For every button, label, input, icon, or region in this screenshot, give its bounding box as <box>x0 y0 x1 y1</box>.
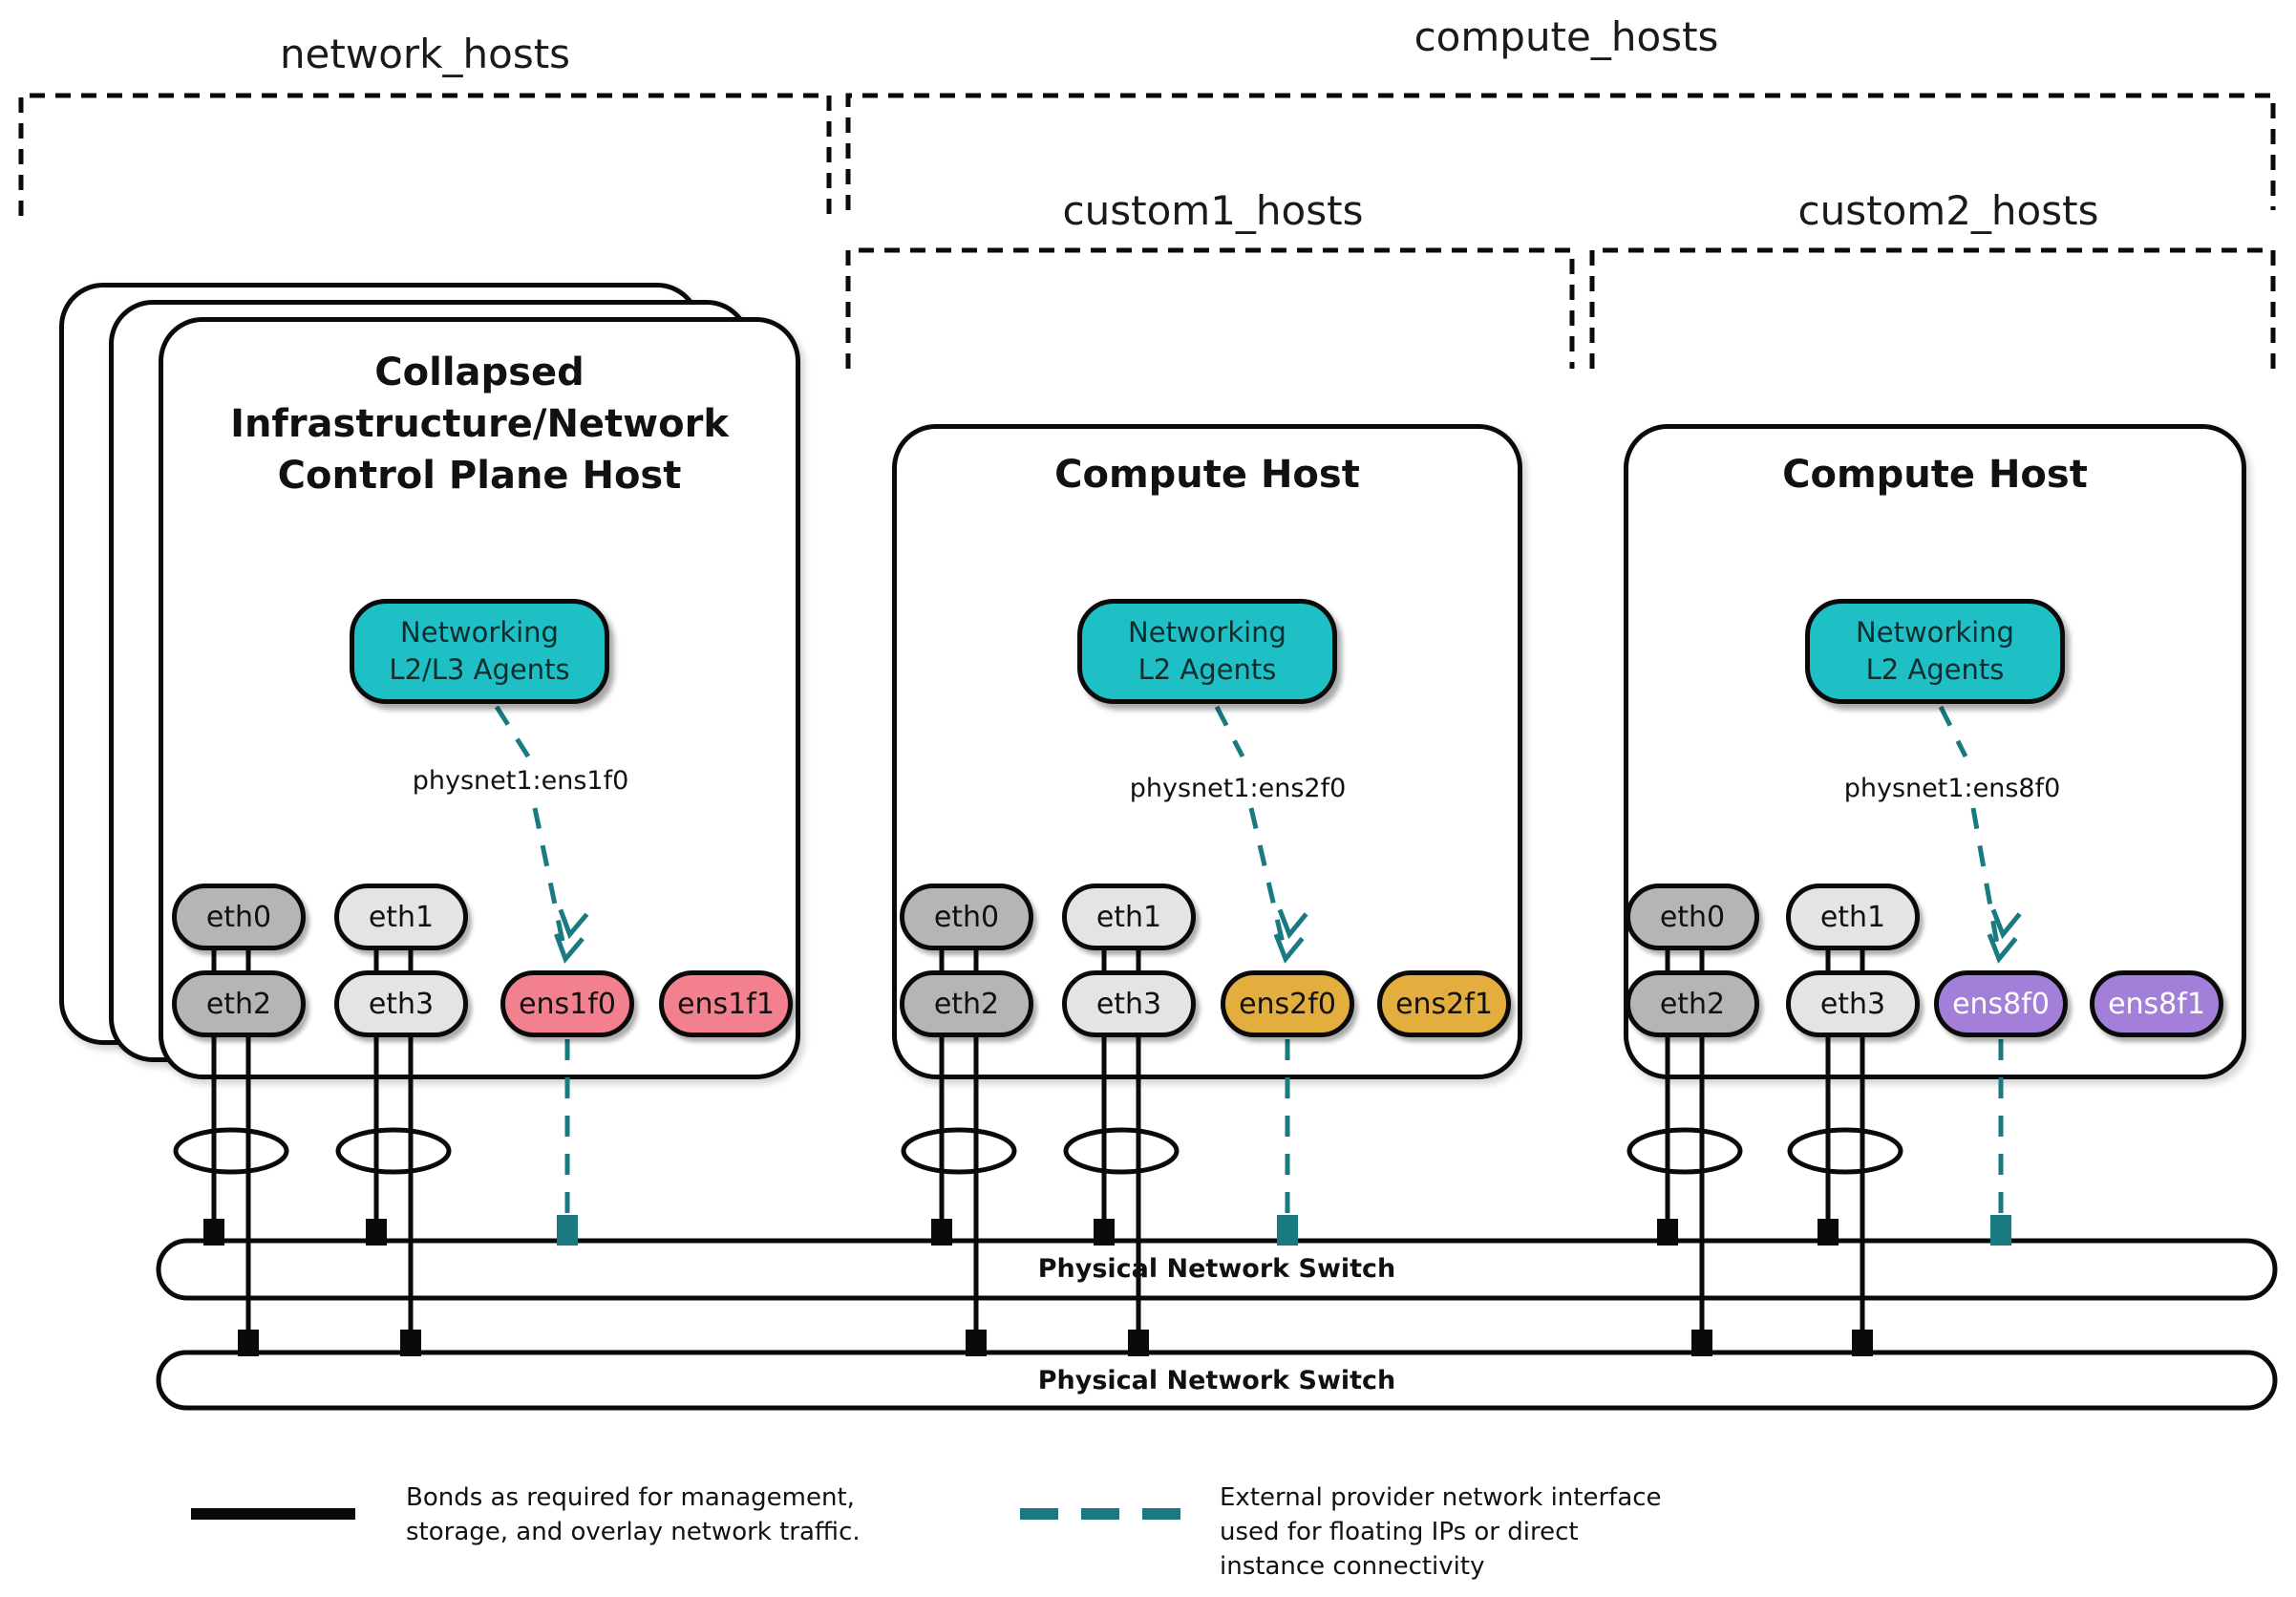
agent-badge-line: Networking <box>1128 616 1286 649</box>
provider-arrowhead-icon <box>1987 908 2022 964</box>
physical-switch-2-body <box>156 1350 2278 1411</box>
physnet-label-control-plane: physnet1:ens1f0 <box>412 766 629 796</box>
group-label-compute-hosts: compute_hosts <box>1414 13 1719 60</box>
physical-switch-1-label: Physical Network Switch <box>1037 1254 1396 1284</box>
provider-arrowhead-icon <box>1273 908 1308 964</box>
bond-ellipse <box>1787 1127 1903 1175</box>
legend-provider-text-line: instance connectivity <box>1220 1552 1485 1581</box>
agent-badge-compute-2: Networking L2 Agents <box>1805 599 2065 704</box>
agent-badge-line: Networking <box>400 616 559 649</box>
legend-bond-text-line: storage, and overlay network traffic. <box>406 1518 861 1546</box>
nic-pill-eth2: eth2 <box>900 970 1033 1037</box>
nic-pill-ens2f0: ens2f0 <box>1221 970 1354 1037</box>
physical-switch-2-label: Physical Network Switch <box>1037 1366 1396 1395</box>
provider-connector-square <box>557 1215 2011 1246</box>
nic-pill-ens2f1: ens2f1 <box>1377 970 1511 1037</box>
nic-pill-ens8f0: ens8f0 <box>1934 970 2068 1037</box>
nic-pill-ens1f0: ens1f0 <box>500 970 634 1037</box>
group-label-network-hosts: network_hosts <box>279 31 571 77</box>
legend-bond-text-line: Bonds as required for management, <box>406 1483 855 1512</box>
bracket-network-hosts <box>18 93 832 216</box>
bond-ellipse <box>1626 1127 1743 1175</box>
nic-pill-ens8f1: ens8f1 <box>2090 970 2223 1037</box>
nic-pill-eth1: eth1 <box>334 884 468 950</box>
bond-ellipse <box>335 1127 452 1175</box>
physnet-label-compute-1: physnet1:ens2f0 <box>1129 774 1347 803</box>
agent-badge-control-plane: Networking L2/L3 Agents <box>350 599 609 704</box>
agent-badge-line: L2 Agents <box>1865 653 2005 686</box>
host-title-line: Control Plane Host <box>277 454 682 498</box>
nic-pill-eth1: eth1 <box>1786 884 1920 950</box>
agent-badge-line: Networking <box>1856 616 2014 649</box>
group-label-custom2-hosts: custom2_hosts <box>1797 187 2099 234</box>
host-title-line: Infrastructure/Network <box>230 402 729 446</box>
group-label-custom1-hosts: custom1_hosts <box>1062 187 1364 234</box>
physnet-label-compute-2: physnet1:ens8f0 <box>1843 774 2061 803</box>
nic-pill-eth3: eth3 <box>1062 970 1196 1037</box>
nic-pill-eth3: eth3 <box>1786 970 1920 1037</box>
bond-ellipse <box>1063 1127 1180 1175</box>
host-title-compute-1: Compute Host <box>1054 449 1360 500</box>
provider-dashed-path <box>494 705 2004 1230</box>
physical-switch-1-body <box>156 1238 2278 1301</box>
legend-provider-text: External provider network interface used… <box>1220 1480 1662 1584</box>
agent-badge-line: L2/L3 Agents <box>389 653 570 686</box>
host-box-control-plane <box>159 317 800 1079</box>
host-box-compute-2 <box>1624 424 2246 1079</box>
nic-pill-eth2: eth2 <box>172 970 306 1037</box>
host-box-compute-1 <box>892 424 1522 1079</box>
nic-pill-eth3: eth3 <box>334 970 468 1037</box>
nic-pill-ens1f1: ens1f1 <box>659 970 793 1037</box>
connector-square <box>203 1219 1839 1246</box>
nic-pill-eth0: eth0 <box>900 884 1033 950</box>
bond-ellipse <box>901 1127 1017 1175</box>
bracket-custom1-hosts <box>845 247 1575 369</box>
host-title-line: Collapsed <box>374 351 585 394</box>
nic-pill-eth0: eth0 <box>1626 884 1759 950</box>
host-title-compute-2: Compute Host <box>1782 449 2088 500</box>
legend-bond-text: Bonds as required for management, storag… <box>406 1480 861 1549</box>
nic-pill-eth1: eth1 <box>1062 884 1196 950</box>
bond-ellipse <box>173 1127 289 1175</box>
bracket-custom2-hosts <box>1589 247 2276 369</box>
legend-provider-text-line: External provider network interface <box>1220 1483 1662 1512</box>
host-title-control-plane: Collapsed Infrastructure/Network Control… <box>230 347 729 501</box>
connector-square <box>238 1330 1873 1356</box>
agent-badge-compute-1: Networking L2 Agents <box>1077 599 1337 704</box>
nic-pill-eth2: eth2 <box>1626 970 1759 1037</box>
legend-provider-text-line: used for floating IPs or direct <box>1220 1518 1579 1546</box>
bracket-compute-hosts <box>845 93 2276 210</box>
host-title-line: Compute Host <box>1782 453 2088 497</box>
host-title-line: Compute Host <box>1054 453 1360 497</box>
nic-pill-eth0: eth0 <box>172 884 306 950</box>
provider-arrowhead-icon <box>554 908 589 964</box>
agent-badge-line: L2 Agents <box>1137 653 1277 686</box>
